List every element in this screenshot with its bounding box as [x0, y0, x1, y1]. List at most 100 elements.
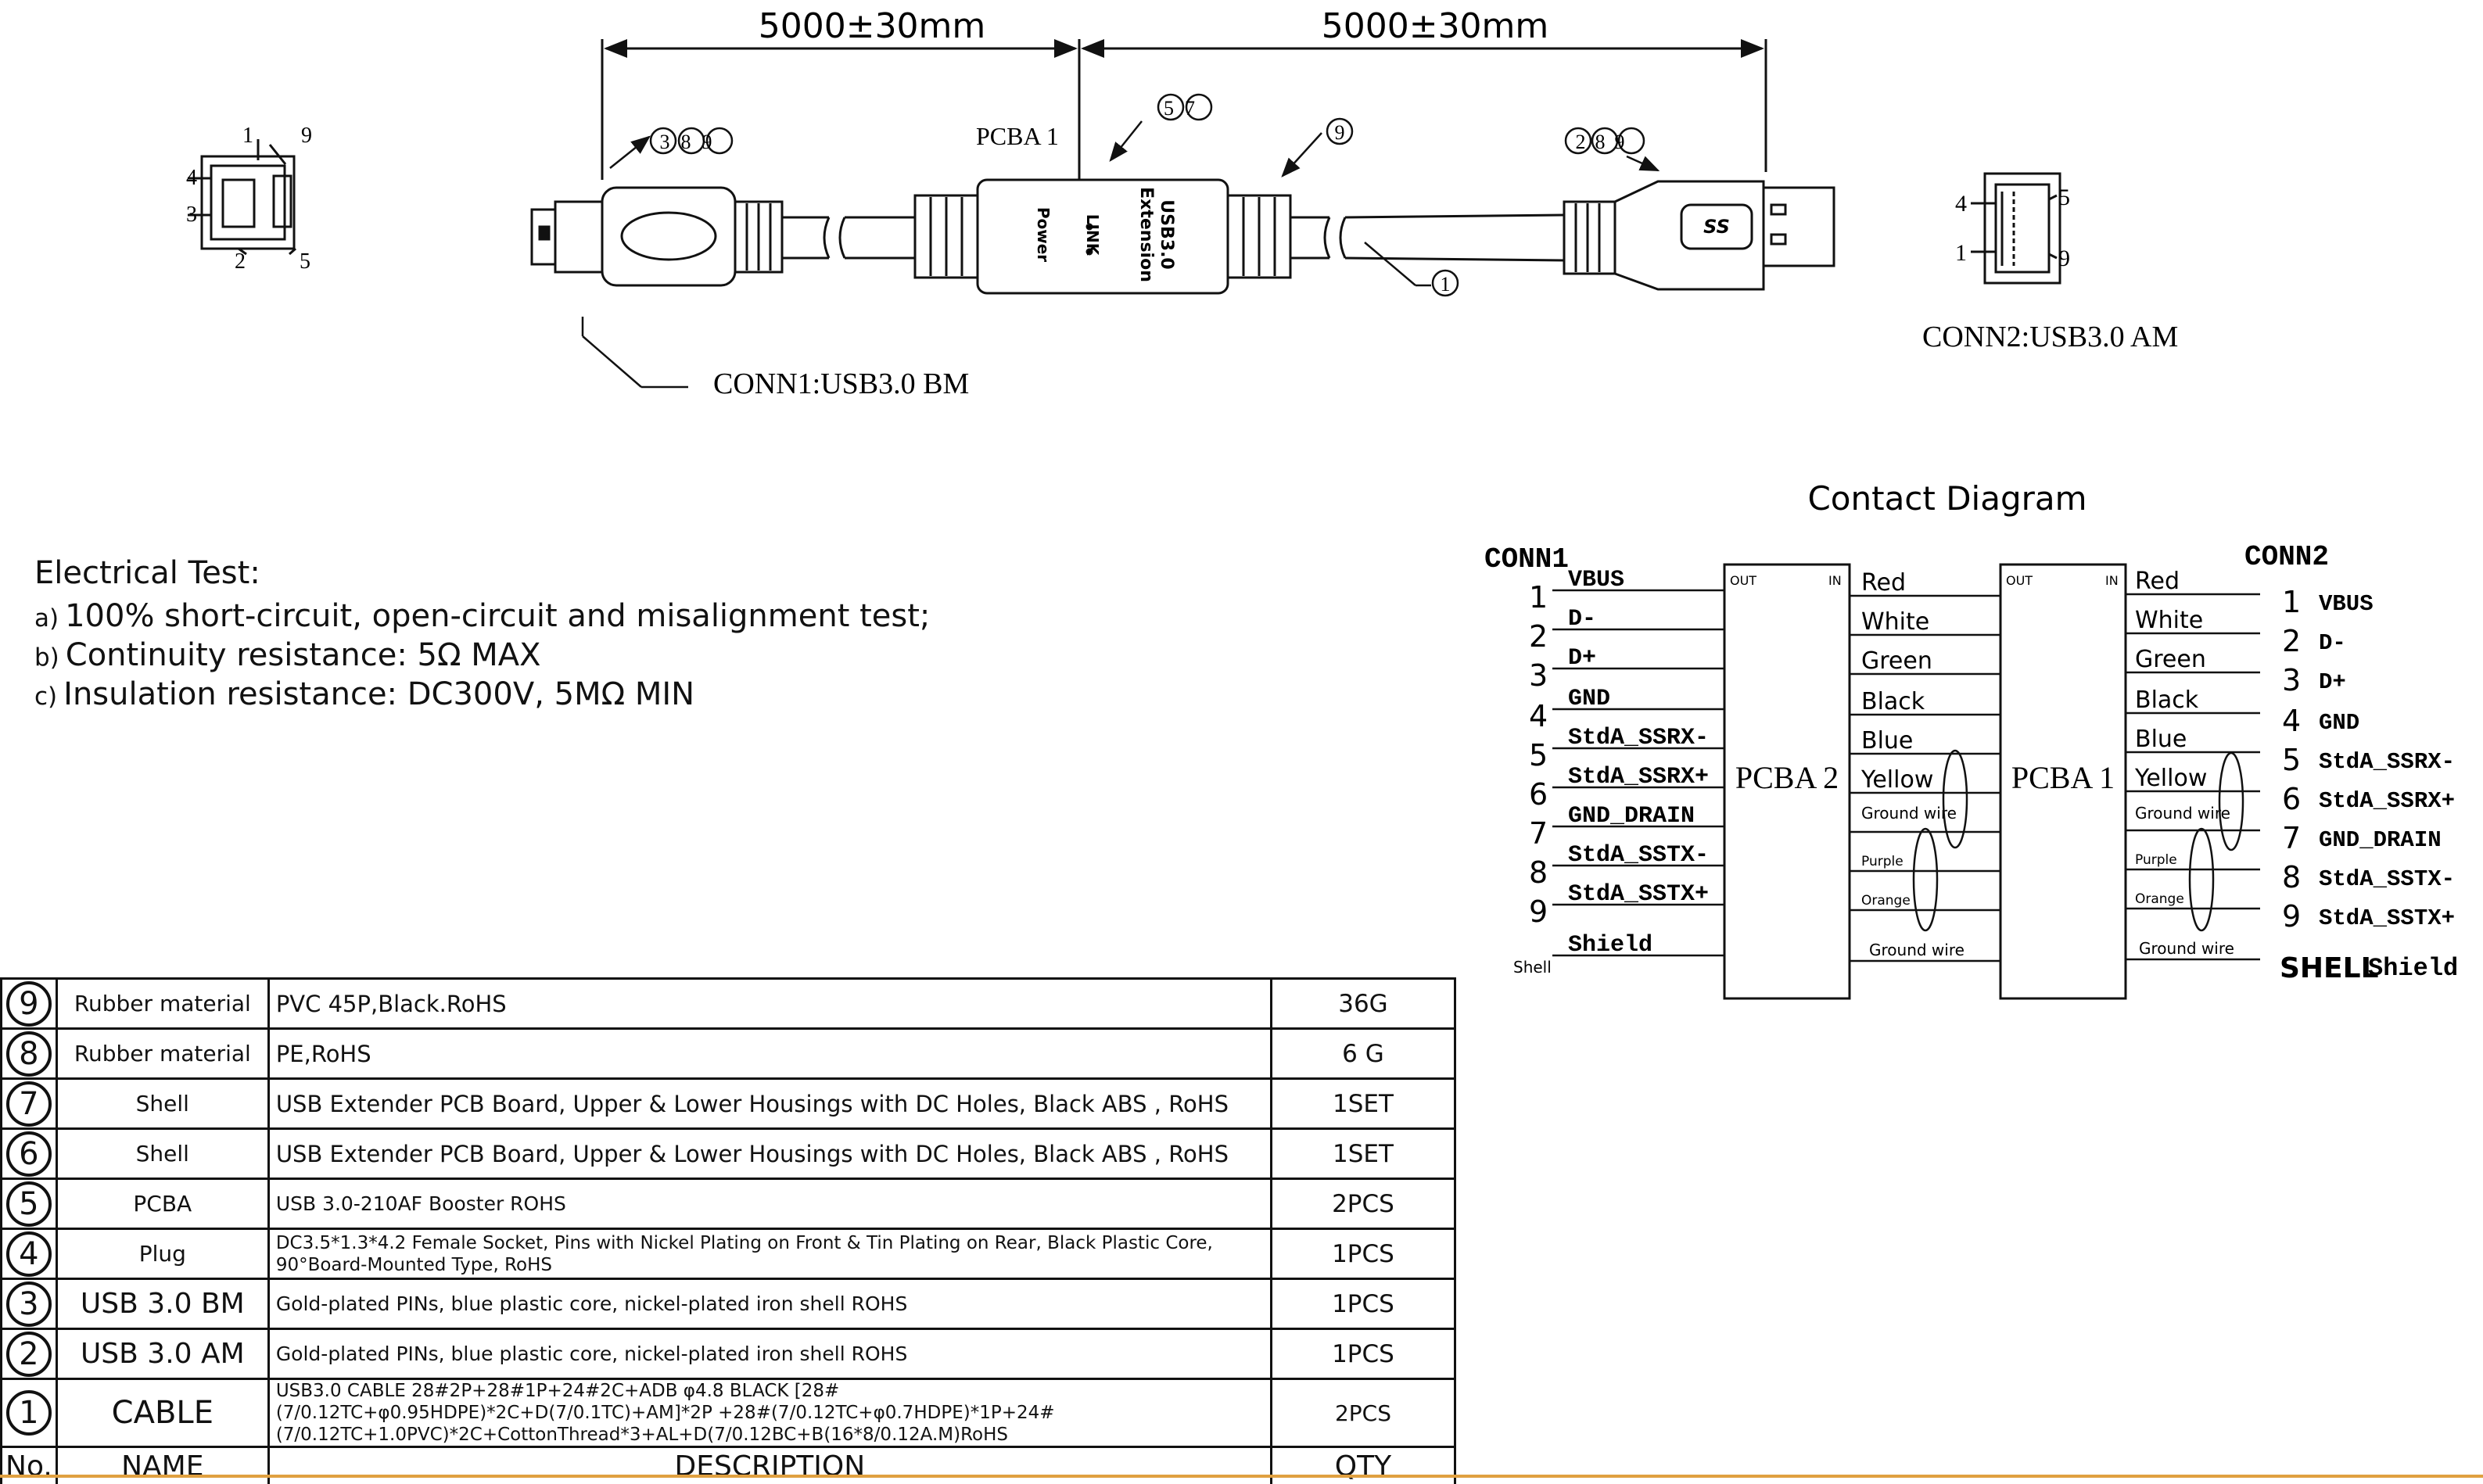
- usb-extender-box: [915, 180, 1290, 293]
- bom-item-number: 1: [6, 1390, 52, 1436]
- extender-power-label: Power: [1034, 207, 1053, 262]
- contact-right-pin-name: VBUS: [2319, 591, 2374, 617]
- bom-name-cell: CABLE: [56, 1379, 268, 1447]
- conn1-pin-4: 4: [186, 166, 197, 190]
- bom-no-cell: 9: [2, 979, 57, 1029]
- contact-left-pin-name: StdA_SSTX+: [1568, 881, 1709, 908]
- bom-item-number: 2: [6, 1332, 52, 1377]
- table-row: 5 PCBA USB 3.0-210AF Booster ROHS 2PCS: [2, 1179, 1455, 1229]
- conn2-pin-4: 4: [1955, 191, 1967, 217]
- contact-wire-label-right: Ground wire: [2139, 939, 2234, 958]
- contact-right-pin-num: 6: [2282, 782, 2301, 816]
- table-row: 9 Rubber material PVC 45P,Black.RoHS 36G: [2, 979, 1455, 1029]
- contact-right-pin-num: 8: [2282, 860, 2301, 894]
- balloon-57: 57: [1158, 95, 1211, 120]
- contact-right-pin-num: 9: [2282, 899, 2301, 934]
- balloon-389-text: 389: [660, 131, 723, 153]
- electrical-test-text-b: Continuity resistance: 5Ω MAX: [66, 637, 541, 673]
- balloon-1: 1: [1416, 271, 1458, 296]
- contact-left-pin-name: D-: [1568, 606, 1596, 633]
- bom-description-cell: USB Extender PCB Board, Upper & Lower Ho…: [268, 1079, 1271, 1129]
- bom-header-qty: QTY: [1271, 1447, 1455, 1484]
- bom-qty-cell: 36G: [1271, 979, 1455, 1029]
- bom-qty-cell: 1PCS: [1271, 1329, 1455, 1379]
- table-row: 7 Shell USB Extender PCB Board, Upper & …: [2, 1079, 1455, 1129]
- conn2-end-view: [1971, 174, 2060, 283]
- bom-description-cell: USB3.0 CABLE 28#2P+28#1P+24#2C+ADB φ4.8 …: [268, 1379, 1271, 1447]
- balloon-289-text: 289: [1576, 131, 1634, 153]
- electrical-test-item-c: c)Insulation resistance: DC300V, 5MΩ MIN: [34, 676, 694, 712]
- contact-left-pin-num: 1: [1529, 580, 1548, 615]
- contact-left-pin-num: 6: [1529, 777, 1548, 812]
- bom-qty-cell: 2PCS: [1271, 1179, 1455, 1229]
- electrical-test-prefix-a: a): [34, 604, 59, 633]
- contact-left-pin-name: StdA_SSRX+: [1568, 764, 1709, 790]
- conn1-pin-1: 1: [242, 124, 253, 148]
- contact-wire-label-right: Red: [2135, 568, 2180, 595]
- bom-item-number: 7: [6, 1081, 52, 1127]
- contact-left-pin-name: StdA_SSRX-: [1568, 725, 1709, 751]
- contact-left-pin-num: 8: [1529, 855, 1548, 890]
- bom-item-number: 9: [6, 981, 52, 1027]
- balloon-9: 9: [1327, 119, 1352, 144]
- bom-qty-cell: 1SET: [1271, 1079, 1455, 1129]
- contact-left-pin-num: 7: [1529, 816, 1548, 851]
- contact-wire-label-left: Yellow: [1860, 766, 1933, 794]
- usb-am-plug: [1564, 181, 1834, 289]
- contact-wire-label-left: Orange: [1861, 893, 1911, 909]
- electrical-test-title: Electrical Test:: [34, 555, 260, 591]
- contact-pcba2-in: IN: [1828, 573, 1842, 588]
- bom-item-number: 4: [6, 1231, 52, 1277]
- contact-wire-label-right: White: [2135, 607, 2203, 634]
- contact-left-pin-name: GND: [1568, 686, 1610, 712]
- bom-name-cell: Rubber material: [56, 1029, 268, 1079]
- contact-wire-label-right: Blue: [2135, 726, 2187, 753]
- bom-item-number: 8: [6, 1031, 52, 1077]
- bom-qty-cell: 2PCS: [1271, 1379, 1455, 1447]
- table-row: 3 USB 3.0 BM Gold-plated PINs, blue plas…: [2, 1279, 1455, 1329]
- contact-pcba1-label: PCBA 1: [2011, 760, 2115, 795]
- bom-item-number: 3: [6, 1281, 52, 1327]
- contact-wire-label-left: Red: [1861, 569, 1906, 597]
- dimension-left-label: 5000±30mm: [759, 6, 986, 46]
- extender-text-line1: USB3.0: [1157, 199, 1176, 269]
- bom-no-cell: 5: [2, 1179, 57, 1229]
- contact-right-pin-num: 3: [2282, 663, 2301, 697]
- conn1-pin-9: 9: [301, 124, 312, 148]
- contact-right-pin-name: D-: [2319, 630, 2346, 656]
- electrical-test-text-c: Insulation resistance: DC300V, 5MΩ MIN: [63, 676, 694, 712]
- bom-description-cell: PVC 45P,Black.RoHS: [268, 979, 1271, 1029]
- bom-header-row: No. NAME DESCRIPTION QTY: [2, 1447, 1455, 1484]
- bom-name-cell: Shell: [56, 1079, 268, 1129]
- conn1-caption: CONN1:USB3.0 BM: [713, 367, 969, 400]
- table-row: 1 CABLE USB3.0 CABLE 28#2P+28#1P+24#2C+A…: [2, 1379, 1455, 1447]
- contact-right-pin-name: GND_DRAIN: [2319, 827, 2442, 853]
- usb-ss-logo-icon: SS: [1703, 216, 1730, 238]
- contact-wire-label-right: Green: [2135, 646, 2206, 673]
- electrical-test-item-a: a)100% short-circuit, open-circuit and m…: [34, 598, 930, 634]
- bom-description-cell: Gold-plated PINs, blue plastic core, nic…: [268, 1329, 1271, 1379]
- contact-right-pin-num: 4: [2282, 704, 2301, 738]
- bom-qty-cell: 1PCS: [1271, 1229, 1455, 1279]
- contact-conn2-label: CONN2: [2244, 541, 2329, 573]
- cable-assembly: [532, 180, 1834, 293]
- usb-bm-plug: [532, 188, 782, 285]
- bom-name-cell: USB 3.0 BM: [56, 1279, 268, 1329]
- bom-item-number: 6: [6, 1131, 52, 1177]
- contact-right-pin-num: 5: [2282, 743, 2301, 777]
- conn1-pin-3: 3: [186, 203, 197, 227]
- conn2-pin-1: 1: [1955, 240, 1967, 266]
- table-row: 6 Shell USB Extender PCB Board, Upper & …: [2, 1129, 1455, 1179]
- bom-table: 9 Rubber material PVC 45P,Black.RoHS 36G…: [0, 977, 1456, 1484]
- contact-wire-label-left: White: [1861, 608, 1929, 636]
- bom-description-cell: PE,RoHS: [268, 1029, 1271, 1079]
- bom-no-cell: 4: [2, 1229, 57, 1279]
- contact-wire-label-right: Orange: [2135, 891, 2184, 907]
- table-row: 4 Plug DC3.5*1.3*4.2 Female Socket, Pins…: [2, 1229, 1455, 1279]
- contact-conn1-label: CONN1: [1484, 543, 1569, 575]
- contact-left-pin-name: Shield: [1568, 932, 1652, 959]
- balloon-57-text: 57: [1164, 97, 1206, 120]
- contact-pcba2-out: OUT: [1730, 573, 1756, 588]
- contact-right-pin-name: StdA_SSTX-: [2319, 866, 2455, 892]
